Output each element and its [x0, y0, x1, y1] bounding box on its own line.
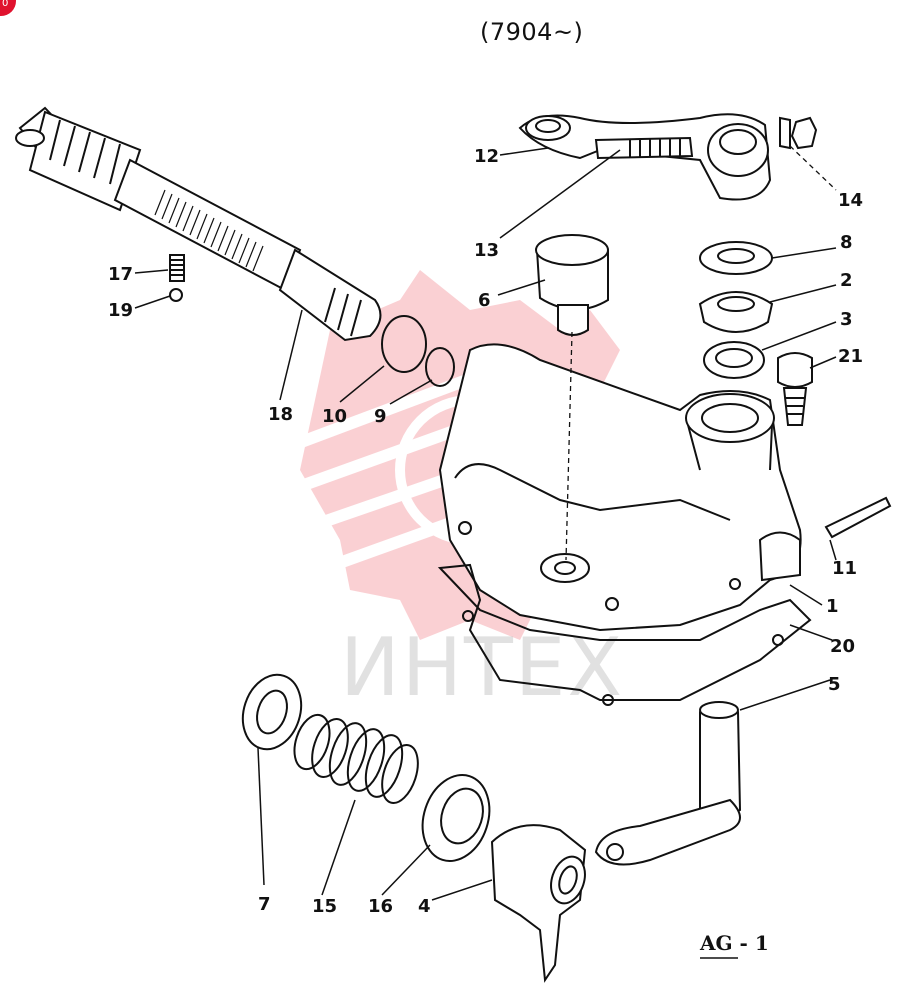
callout-10: 10: [322, 406, 347, 427]
callout-16: 16: [368, 896, 393, 917]
cup-2: [698, 291, 774, 333]
leader-lines: [134, 147, 837, 901]
figure-code: AG - 1: [699, 931, 769, 955]
align-line-piston: [565, 331, 573, 561]
watermark-text: ИНТЕХ: [340, 621, 624, 714]
callout-1: 1: [826, 596, 839, 617]
set-screw-17: [169, 254, 185, 282]
callout-8: 8: [840, 232, 853, 253]
callout-15: 15: [312, 896, 337, 917]
callout-19: 19: [108, 300, 133, 321]
washer-8: [699, 241, 773, 275]
ball-19: [169, 288, 183, 302]
callout-20: 20: [830, 636, 855, 657]
gasket-20: [437, 563, 812, 706]
lever-shaft-5: [594, 701, 742, 866]
arm-4: [490, 824, 587, 983]
adjust-bolt-13: [594, 136, 694, 160]
cup-16: [421, 774, 491, 862]
bolt-21: [777, 352, 813, 426]
pin-11: [824, 496, 892, 539]
callout-17: 17: [108, 264, 133, 285]
corner-badge-text: 0: [2, 0, 9, 9]
align-line-14: [789, 145, 837, 191]
callout-4: 4: [418, 896, 431, 917]
serial-range-header: (7904~): [480, 18, 584, 46]
callout-3: 3: [840, 309, 853, 330]
callout-14: 14: [838, 190, 863, 211]
spring-15: [293, 713, 419, 804]
housing-1: [438, 343, 802, 632]
callout-7: 7: [258, 894, 271, 915]
callout-6: 6: [478, 290, 491, 311]
o-ring-9: [425, 347, 455, 387]
piston-6: [535, 234, 609, 336]
callout-labels: 12 13 14 6 8 2 3 21 17 19 18 10 9 11 1 2…: [108, 146, 863, 917]
callout-12: 12: [474, 146, 499, 167]
o-ring-10: [381, 315, 427, 373]
oil-seal-3: [703, 341, 765, 379]
callout-11: 11: [832, 558, 857, 579]
lever-arm-12: [518, 113, 772, 201]
callout-13: 13: [474, 240, 499, 261]
shaft-18: [15, 106, 382, 342]
nut-washer-14: [779, 116, 818, 150]
callout-9: 9: [374, 406, 387, 427]
callout-21: 21: [838, 346, 863, 367]
callout-5: 5: [828, 674, 841, 695]
callout-18: 18: [268, 404, 293, 425]
washer-7: [241, 673, 303, 751]
shaft-splines: [154, 189, 264, 272]
callout-2: 2: [840, 270, 853, 291]
